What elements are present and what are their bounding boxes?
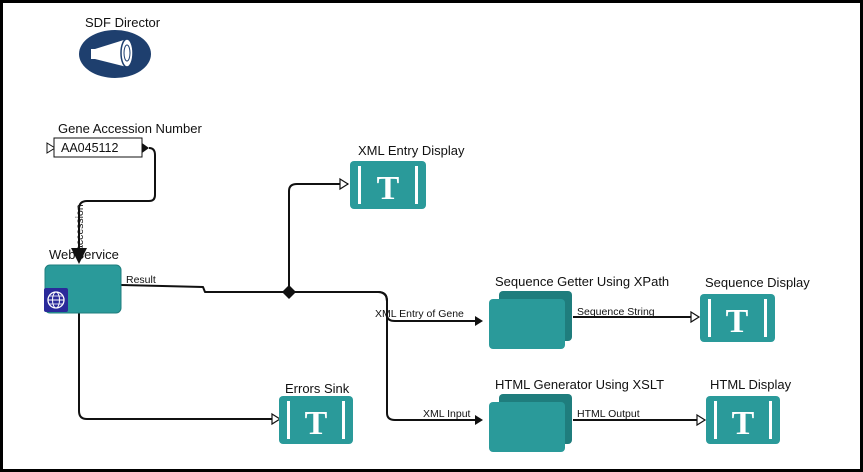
sequence-display-label: Sequence Display: [705, 275, 810, 290]
errors-sink-label: Errors Sink: [285, 381, 350, 396]
globe-icon: [44, 288, 68, 312]
workflow-diagram: SDF Director Gene Accession Number AA045…: [44, 15, 810, 452]
connections: [71, 147, 699, 421]
sequence-display-actor[interactable]: Sequence Display T: [700, 275, 810, 342]
composite-front-box: [489, 299, 565, 349]
sequence-getter-actor[interactable]: Sequence Getter Using XPath XML Entry of…: [375, 274, 669, 349]
param-output-port: [142, 143, 149, 153]
xml-entry-display-actor[interactable]: XML Entry Display T: [350, 143, 465, 209]
link-param-webservice: [71, 147, 156, 264]
display-box: [350, 161, 426, 209]
html-gen-port-out: HTML Output: [577, 408, 640, 420]
director-label: SDF Director: [85, 15, 161, 30]
webservice-port-result: Result: [126, 274, 156, 286]
svg-text:T: T: [377, 170, 400, 207]
svg-text:T: T: [726, 303, 749, 340]
text-display-icon: T: [708, 299, 767, 340]
link-hub-xmldisplay: [288, 183, 348, 292]
gene-accession-parameter[interactable]: Gene Accession Number AA045112: [46, 121, 202, 158]
composite-front-box: [489, 402, 565, 452]
xml-entry-display-label: XML Entry Display: [358, 143, 465, 158]
display-box: [706, 396, 780, 444]
text-display-icon: T: [358, 166, 418, 207]
html-gen-port-in: XML Input: [423, 408, 471, 420]
sdf-director[interactable]: SDF Director: [79, 15, 161, 78]
sequence-getter-label: Sequence Getter Using XPath: [495, 274, 669, 289]
errors-sink-actor[interactable]: Errors Sink T: [279, 381, 353, 444]
svg-text:T: T: [732, 405, 755, 442]
display-box: [700, 294, 775, 342]
webservice-label: WebService: [49, 247, 119, 262]
html-generator-label: HTML Generator Using XSLT: [495, 377, 664, 392]
svg-text:T: T: [305, 405, 328, 442]
link-hub-htmlgen: [377, 291, 481, 421]
seq-getter-port-in: XML Entry of Gene: [375, 308, 464, 320]
param-input-port: [46, 142, 56, 154]
webservice-port-accession: accession: [74, 204, 86, 251]
link-result-hub: [120, 284, 289, 293]
param-value: AA045112: [61, 141, 119, 155]
text-display-icon: T: [714, 401, 772, 442]
text-display-icon: T: [287, 401, 345, 442]
html-display-label: HTML Display: [710, 377, 792, 392]
html-generator-actor[interactable]: HTML Generator Using XSLT XML Input HTML…: [423, 377, 664, 452]
link-webservice-errors: [78, 313, 274, 420]
megaphone-icon: [91, 38, 134, 68]
relation-hub-diamond[interactable]: [282, 285, 296, 299]
webservice-actor[interactable]: WebService accession Result: [44, 204, 156, 314]
seq-getter-port-out: Sequence String: [577, 306, 655, 318]
html-display-actor[interactable]: HTML Display T: [706, 377, 792, 444]
workflow-canvas[interactable]: SDF Director Gene Accession Number AA045…: [3, 3, 860, 469]
display-box: [279, 396, 353, 444]
param-label: Gene Accession Number: [58, 121, 202, 136]
